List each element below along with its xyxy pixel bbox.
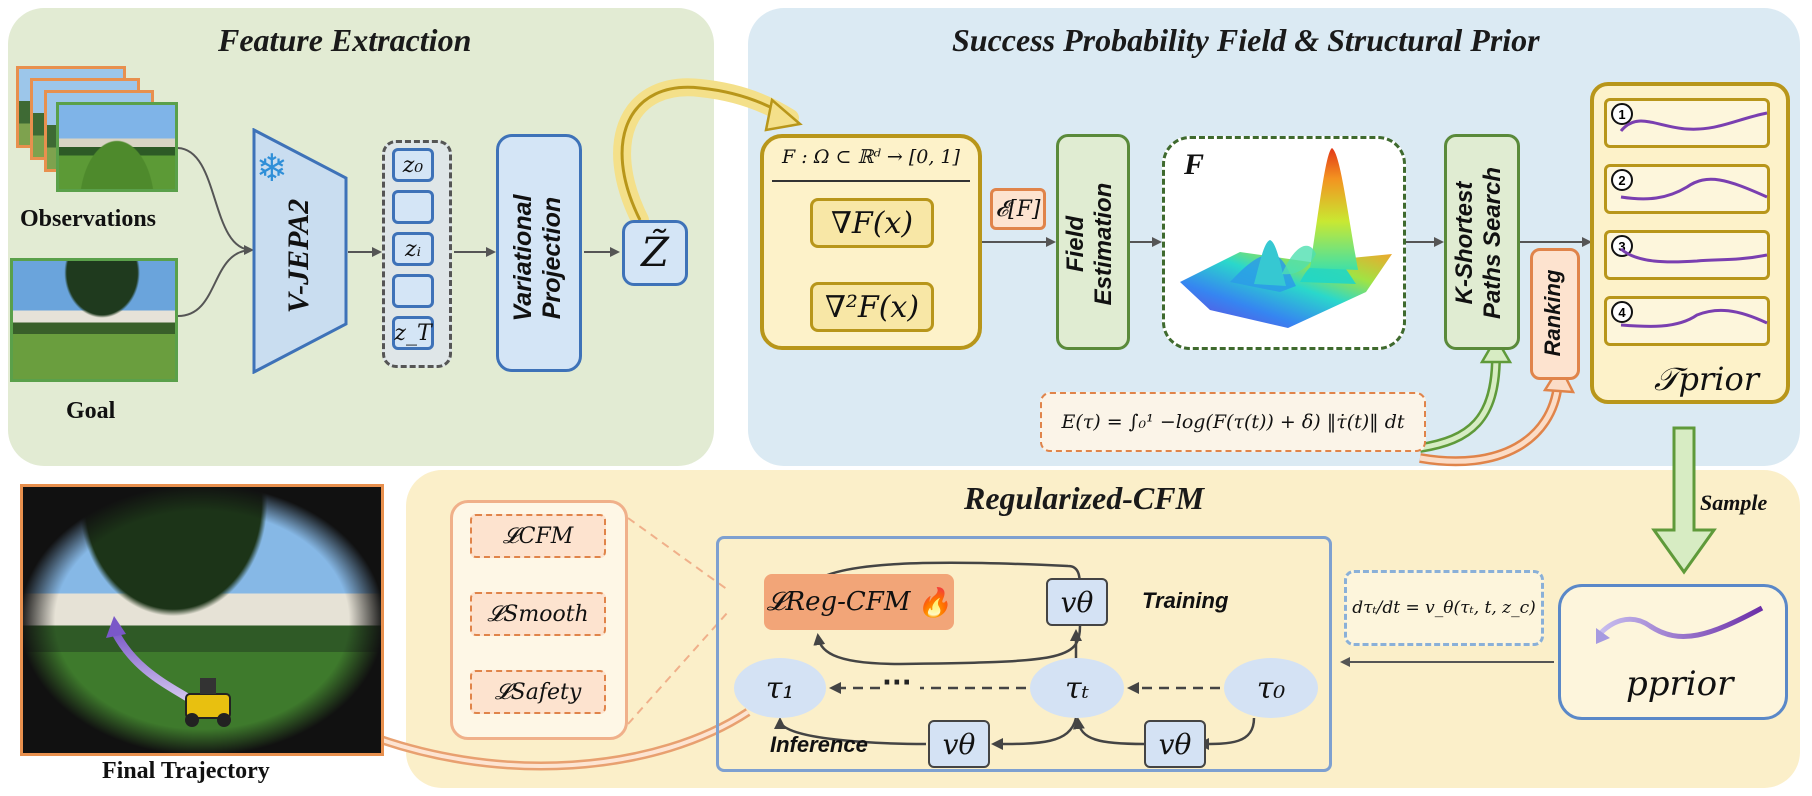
prior-path-index: 3	[1611, 235, 1633, 257]
goal-image	[10, 258, 178, 382]
inference-label: Inference	[770, 732, 868, 757]
success-probability-title: Success Probability Field & Structural P…	[952, 22, 1540, 58]
variational-projection-label: Variational Projection	[509, 165, 569, 351]
regularized-cfm-title: Regularized-CFM	[964, 480, 1205, 516]
p-prior-label: pprior	[1626, 664, 1734, 704]
final-trajectory-overlay	[106, 616, 231, 727]
prior-path-card: 3	[1604, 230, 1770, 280]
ranking-label: Ranking	[1540, 269, 1565, 357]
v-jepa2-encoder	[252, 128, 348, 374]
velocity-node-inference-1: vθ	[928, 720, 990, 768]
field-estimation-label: Field Estimation	[1062, 154, 1122, 334]
ksp-line-2: Paths Search	[1478, 166, 1506, 320]
surface-label: F	[1184, 148, 1205, 181]
prior-path-curve	[1619, 111, 1768, 132]
ode-equation: dτₜ/dt = v_θ(τₜ, t, z_c)	[1344, 570, 1544, 646]
field-estimation-line-2: Estimation	[1089, 182, 1117, 306]
final-trajectory-label: Final Trajectory	[102, 758, 270, 784]
fire-icon: 🔥	[916, 585, 952, 619]
velocity-node-inference-2: vθ	[1144, 720, 1206, 768]
prior-path-card: 4	[1604, 296, 1770, 346]
projection-line-1: Variational	[509, 194, 537, 322]
k-shortest-paths-block	[1444, 134, 1520, 350]
goal-label: Goal	[66, 398, 116, 424]
prior-path-list: 1 2 3 4	[1604, 98, 1770, 362]
latent-token: z_T	[392, 316, 434, 350]
prior-path-curve	[1620, 308, 1768, 328]
observations-label: Observations	[20, 206, 157, 232]
gradient-term: ∇F(x)	[810, 198, 934, 248]
loss-term: 𝓛Safety	[470, 670, 606, 714]
latent-token: zᵢ	[392, 232, 434, 266]
feature-extraction-title: Feature Extraction	[218, 22, 472, 58]
reg-cfm-loss: 𝓛Reg-CFM 🔥	[764, 574, 954, 630]
ksp-line-1: K-Shortest	[1451, 181, 1478, 305]
training-label: Training	[1142, 588, 1229, 613]
prior-path-card: 2	[1604, 164, 1770, 214]
z-tilde-node: Z̃	[622, 220, 688, 286]
cfm-frame	[716, 536, 1332, 772]
energy-equation: E(τ) = ∫₀¹ −log(F(τ(t)) + δ) ‖τ̇(t)‖ dt	[1040, 392, 1426, 452]
loss-term: 𝓛CFM	[470, 514, 606, 558]
expectation-node: 𝓔[F]	[990, 188, 1046, 230]
variational-projection-block	[496, 134, 582, 372]
field-estimation-block	[1056, 134, 1130, 350]
tau-1-node: τ₁	[734, 658, 826, 718]
k-shortest-paths-label: K-Shortest Paths Search	[1451, 143, 1513, 343]
field-estimation-line-1: Field	[1062, 216, 1089, 273]
field-surface-plot	[1180, 148, 1392, 328]
latent-list: z₀ zᵢ z_T	[392, 148, 434, 358]
prior-set-label: 𝒯prior	[1654, 360, 1759, 399]
snowflake-icon: ❄	[256, 146, 288, 190]
latent-token: z₀	[392, 148, 434, 182]
prior-path-curve	[1620, 247, 1768, 264]
sample-label: Sample	[1700, 490, 1768, 515]
velocity-node-training: vθ	[1046, 578, 1108, 626]
p-prior-curve	[1596, 605, 1764, 644]
ellipsis-node: ···	[882, 668, 912, 698]
latent-token	[392, 190, 434, 224]
ranking-block	[1530, 248, 1580, 380]
observation-image	[56, 102, 178, 192]
reg-cfm-loss-text: 𝓛Reg-CFM	[766, 586, 911, 617]
prior-path-index: 2	[1611, 169, 1633, 191]
prior-path-index: 4	[1611, 301, 1633, 323]
projection-line-2: Projection	[537, 196, 566, 320]
tau-0-node: τ₀	[1224, 658, 1318, 718]
prior-set-text: 𝒯prior	[1654, 360, 1760, 398]
field-divider	[772, 180, 970, 182]
prior-path-card: 1	[1604, 98, 1770, 148]
loss-term: 𝓛Smooth	[470, 592, 606, 636]
field-mapping: F : Ω ⊂ ℝᵈ → [0, 1]	[782, 146, 960, 168]
p-prior-block	[1558, 584, 1788, 720]
prior-path-curve	[1620, 177, 1768, 201]
v-jepa2-label: V-JEPA2	[282, 198, 315, 314]
hessian-term: ∇²F(x)	[810, 282, 934, 332]
tau-t-node: τₜ	[1030, 658, 1124, 718]
latent-token	[392, 274, 434, 308]
prior-path-index: 1	[1611, 103, 1633, 125]
